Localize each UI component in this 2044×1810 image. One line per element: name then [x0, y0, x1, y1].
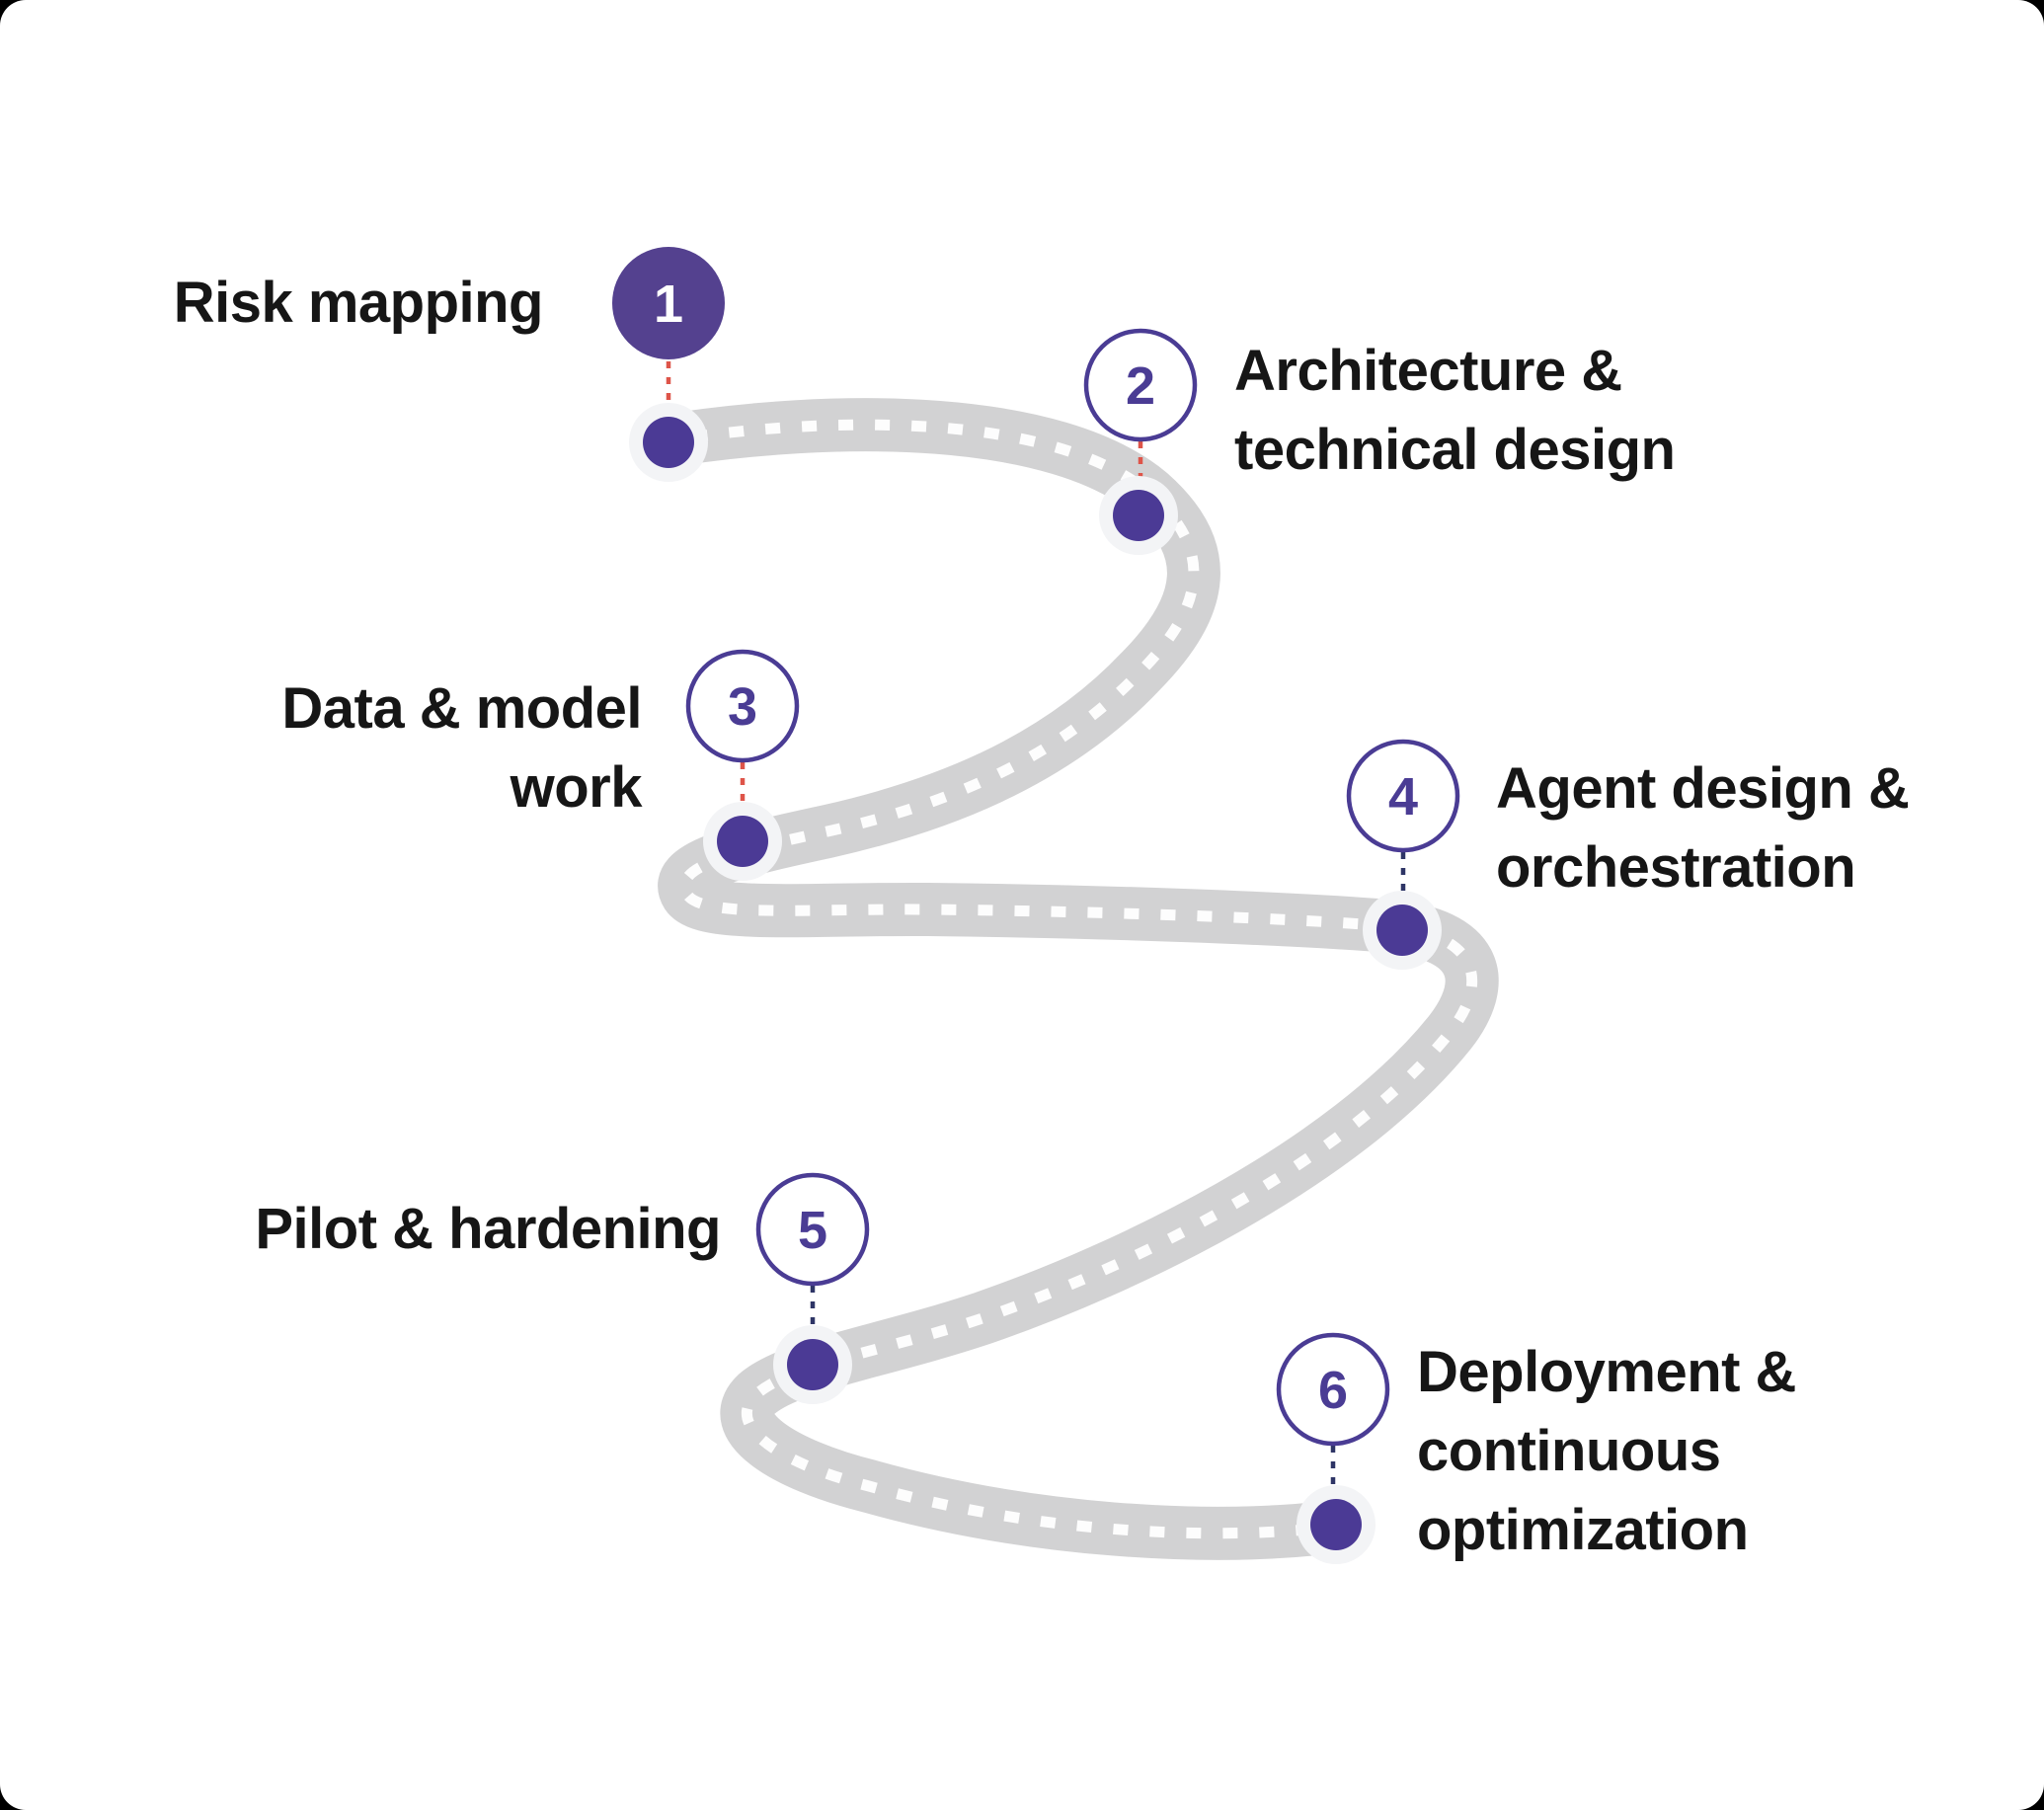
- step4-label: Agent design & orchestration: [1496, 749, 1910, 907]
- step3-label-line: work: [510, 755, 643, 820]
- step6-waypoint-dot: [1310, 1499, 1362, 1550]
- step2-number: 2: [1126, 356, 1155, 416]
- step4-label-line: Agent design &: [1496, 756, 1910, 821]
- step1-label: Risk mapping: [173, 264, 544, 343]
- step3-number-badge: [685, 649, 800, 763]
- step3-number: 3: [728, 677, 757, 737]
- step1-number: 1: [654, 275, 683, 334]
- step5-label: Pilot & hardening: [255, 1190, 721, 1269]
- step2-waypoint-dot: [1113, 490, 1164, 541]
- step4-label-line: orchestration: [1496, 835, 1856, 900]
- step3-label: Data & model work: [281, 669, 642, 827]
- step2-number-badge: [1083, 328, 1198, 442]
- step3-label-line: Data & model: [281, 676, 642, 741]
- road-path: [630, 398, 1499, 1560]
- step6-label-line: continuous: [1417, 1419, 1721, 1483]
- step6-number-badge: [1276, 1332, 1390, 1447]
- step6-label-line: optimization: [1417, 1498, 1749, 1562]
- step6-label-line: Deployment &: [1417, 1340, 1796, 1404]
- step5-waypoint-dot: [787, 1339, 838, 1390]
- step5-label-line: Pilot & hardening: [255, 1197, 721, 1261]
- step1-number-badge: [612, 247, 725, 359]
- step5-number: 5: [798, 1201, 827, 1260]
- step2-label: Architecture & technical design: [1234, 332, 1676, 490]
- step2-label-line: Architecture &: [1234, 339, 1622, 403]
- step2-label-line: technical design: [1234, 418, 1676, 482]
- step1-waypoint-dot: [643, 417, 694, 468]
- step4-number-badge: [1346, 739, 1460, 853]
- step4-number: 4: [1388, 767, 1418, 826]
- step3-waypoint-dot: [717, 816, 768, 867]
- step4-waypoint-dot: [1376, 905, 1428, 956]
- step5-number-badge: [755, 1172, 870, 1287]
- step6-number: 6: [1318, 1361, 1348, 1420]
- step1-label-line: Risk mapping: [173, 271, 544, 335]
- step6-label: Deployment & continuous optimization: [1417, 1333, 1796, 1570]
